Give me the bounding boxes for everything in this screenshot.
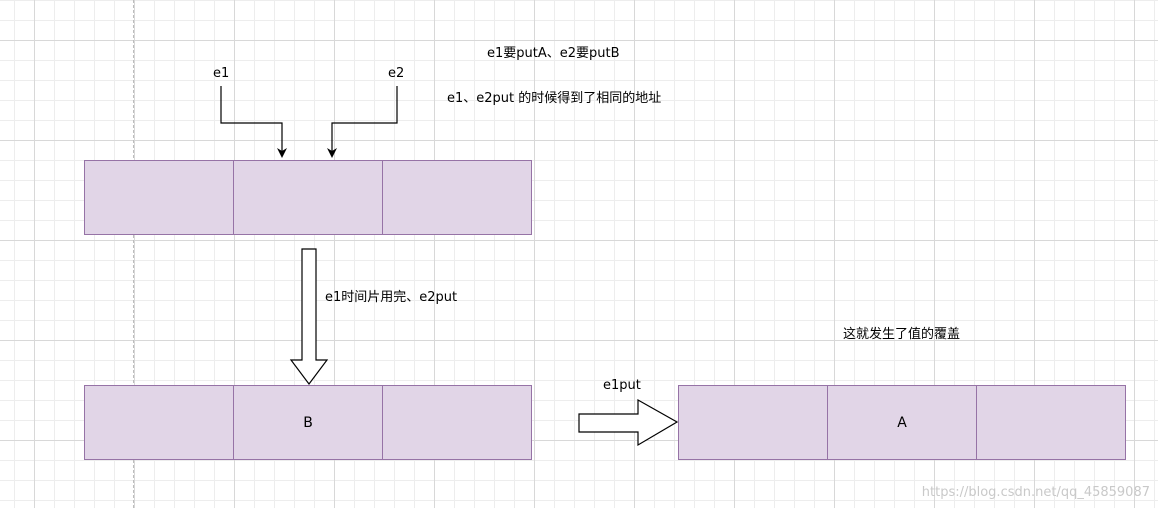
note-same-address: e1、e2put 的时候得到了相同的地址 [447, 91, 662, 106]
array-initial-cell-1 [233, 160, 383, 235]
array-after-e2-cell-0 [84, 385, 234, 460]
arrow-label-e1put: e1put [603, 378, 641, 393]
note-top: e1要putA、e2要putB [487, 46, 620, 61]
result-note: 这就发生了值的覆盖 [843, 327, 961, 342]
array-initial [84, 160, 532, 235]
array-after-e1-cell-1: A [827, 385, 977, 460]
label-e2: e2 [388, 66, 405, 81]
array-initial-cell-2 [382, 160, 532, 235]
step-label: e1时间片用完、e2put [325, 290, 458, 305]
watermark-text: https://blog.csdn.net/qq_45859087 [921, 485, 1150, 500]
array-after-e2: B [84, 385, 532, 460]
e2-pointer-arrow [327, 86, 398, 158]
down-block-arrow [289, 248, 329, 385]
array-after-e1: A [678, 385, 1126, 460]
right-block-arrow [578, 398, 679, 447]
e1-pointer-arrow [220, 86, 287, 158]
label-e1: e1 [213, 66, 230, 81]
array-after-e1-cell-0 [678, 385, 828, 460]
array-after-e2-cell-1: B [233, 385, 383, 460]
array-after-e1-cell-2 [976, 385, 1126, 460]
array-after-e2-cell-2 [382, 385, 532, 460]
array-initial-cell-0 [84, 160, 234, 235]
dashed-guide-line [133, 0, 134, 508]
